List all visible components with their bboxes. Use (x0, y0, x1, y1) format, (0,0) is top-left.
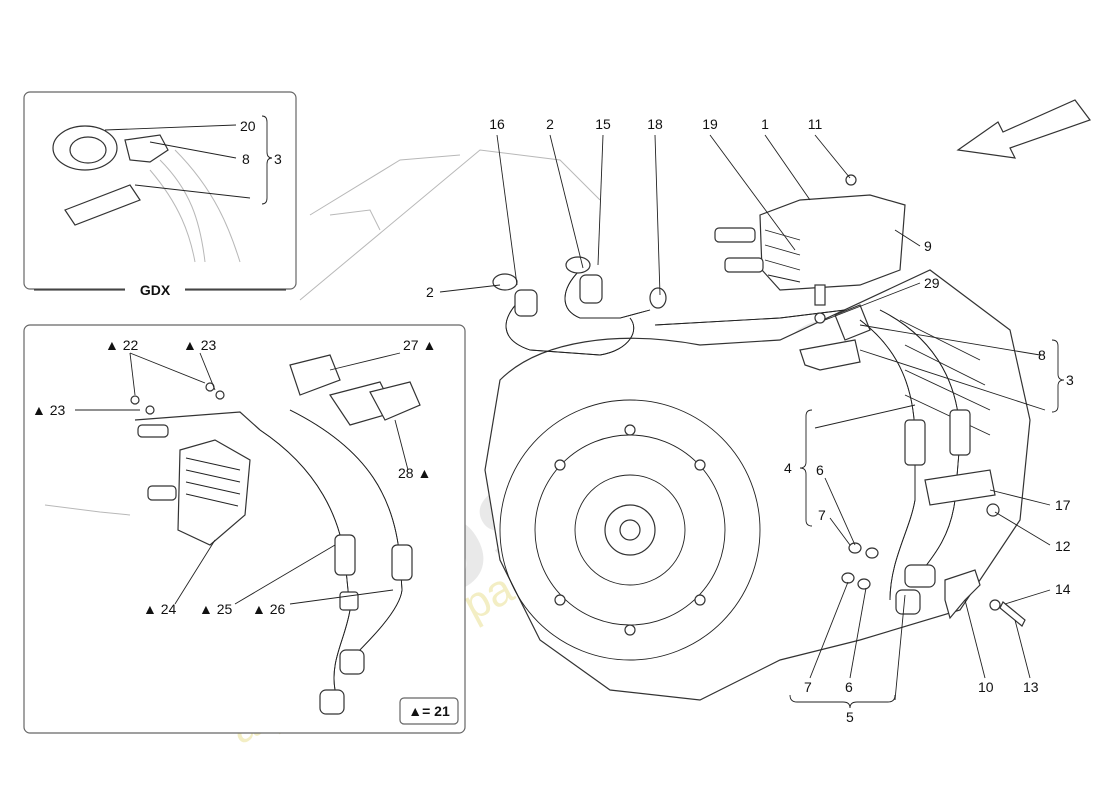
callout-29: 29 (924, 275, 940, 291)
callout-15: 15 (595, 116, 611, 132)
callout-3: 3 (1066, 372, 1074, 388)
callout-24: ▲ 24 (143, 601, 177, 617)
callout-17: 17 (1055, 497, 1071, 513)
callout-27: 27 ▲ (403, 337, 436, 353)
callout-7-bottom: 7 (804, 679, 812, 695)
callout-13: 13 (1023, 679, 1039, 695)
legend-text: ▲= 21 (408, 703, 450, 719)
callout-3-inset: 3 (274, 151, 282, 167)
callout-14: 14 (1055, 581, 1071, 597)
callout-9: 9 (924, 238, 932, 254)
callout-7-mid: 7 (818, 507, 826, 523)
callout-19: 19 (702, 116, 718, 132)
direction-arrow-top-right (956, 99, 1091, 159)
callout-18: 18 (647, 116, 663, 132)
callout-5: 5 (846, 709, 854, 725)
inset-detail: ▲ 22 ▲ 23 ▲ 23 27 ▲ 28 ▲ ▲ 24 ▲ 25 ▲ 26 … (23, 324, 466, 734)
callout-4: 4 (784, 460, 792, 476)
callout-12: 12 (1055, 538, 1071, 554)
callout-11: 11 (808, 116, 823, 132)
callout-20: 20 (240, 118, 256, 134)
callout-22: ▲ 22 (105, 337, 139, 353)
callout-10: 10 (978, 679, 994, 695)
main-callouts: 16 2 15 18 19 1 11 2 9 29 8 3 17 12 14 4… (426, 116, 1074, 725)
callout-6-bottom: 6 (845, 679, 853, 695)
callout-25: ▲ 25 (199, 601, 233, 617)
callout-28: 28 ▲ (398, 465, 431, 481)
callout-2-top: 2 (546, 116, 554, 132)
callout-1: 1 (761, 116, 769, 132)
legend-box (399, 697, 459, 725)
callout-6-mid: 6 (816, 462, 824, 478)
callout-16: 16 (489, 116, 505, 132)
inset-gdx: GDX 20 8 3 (23, 91, 297, 298)
callout-8-inset: 8 (242, 151, 250, 167)
callout-2-left: 2 (426, 284, 434, 300)
callout-26: ▲ 26 (252, 601, 286, 617)
leader-lines (439, 134, 1065, 709)
transmission-assembly (484, 174, 1031, 701)
callout-23-left: ▲ 23 (32, 402, 66, 418)
callout-23-top: ▲ 23 (183, 337, 217, 353)
gdx-label: GDX (140, 282, 171, 298)
callout-8: 8 (1038, 347, 1046, 363)
